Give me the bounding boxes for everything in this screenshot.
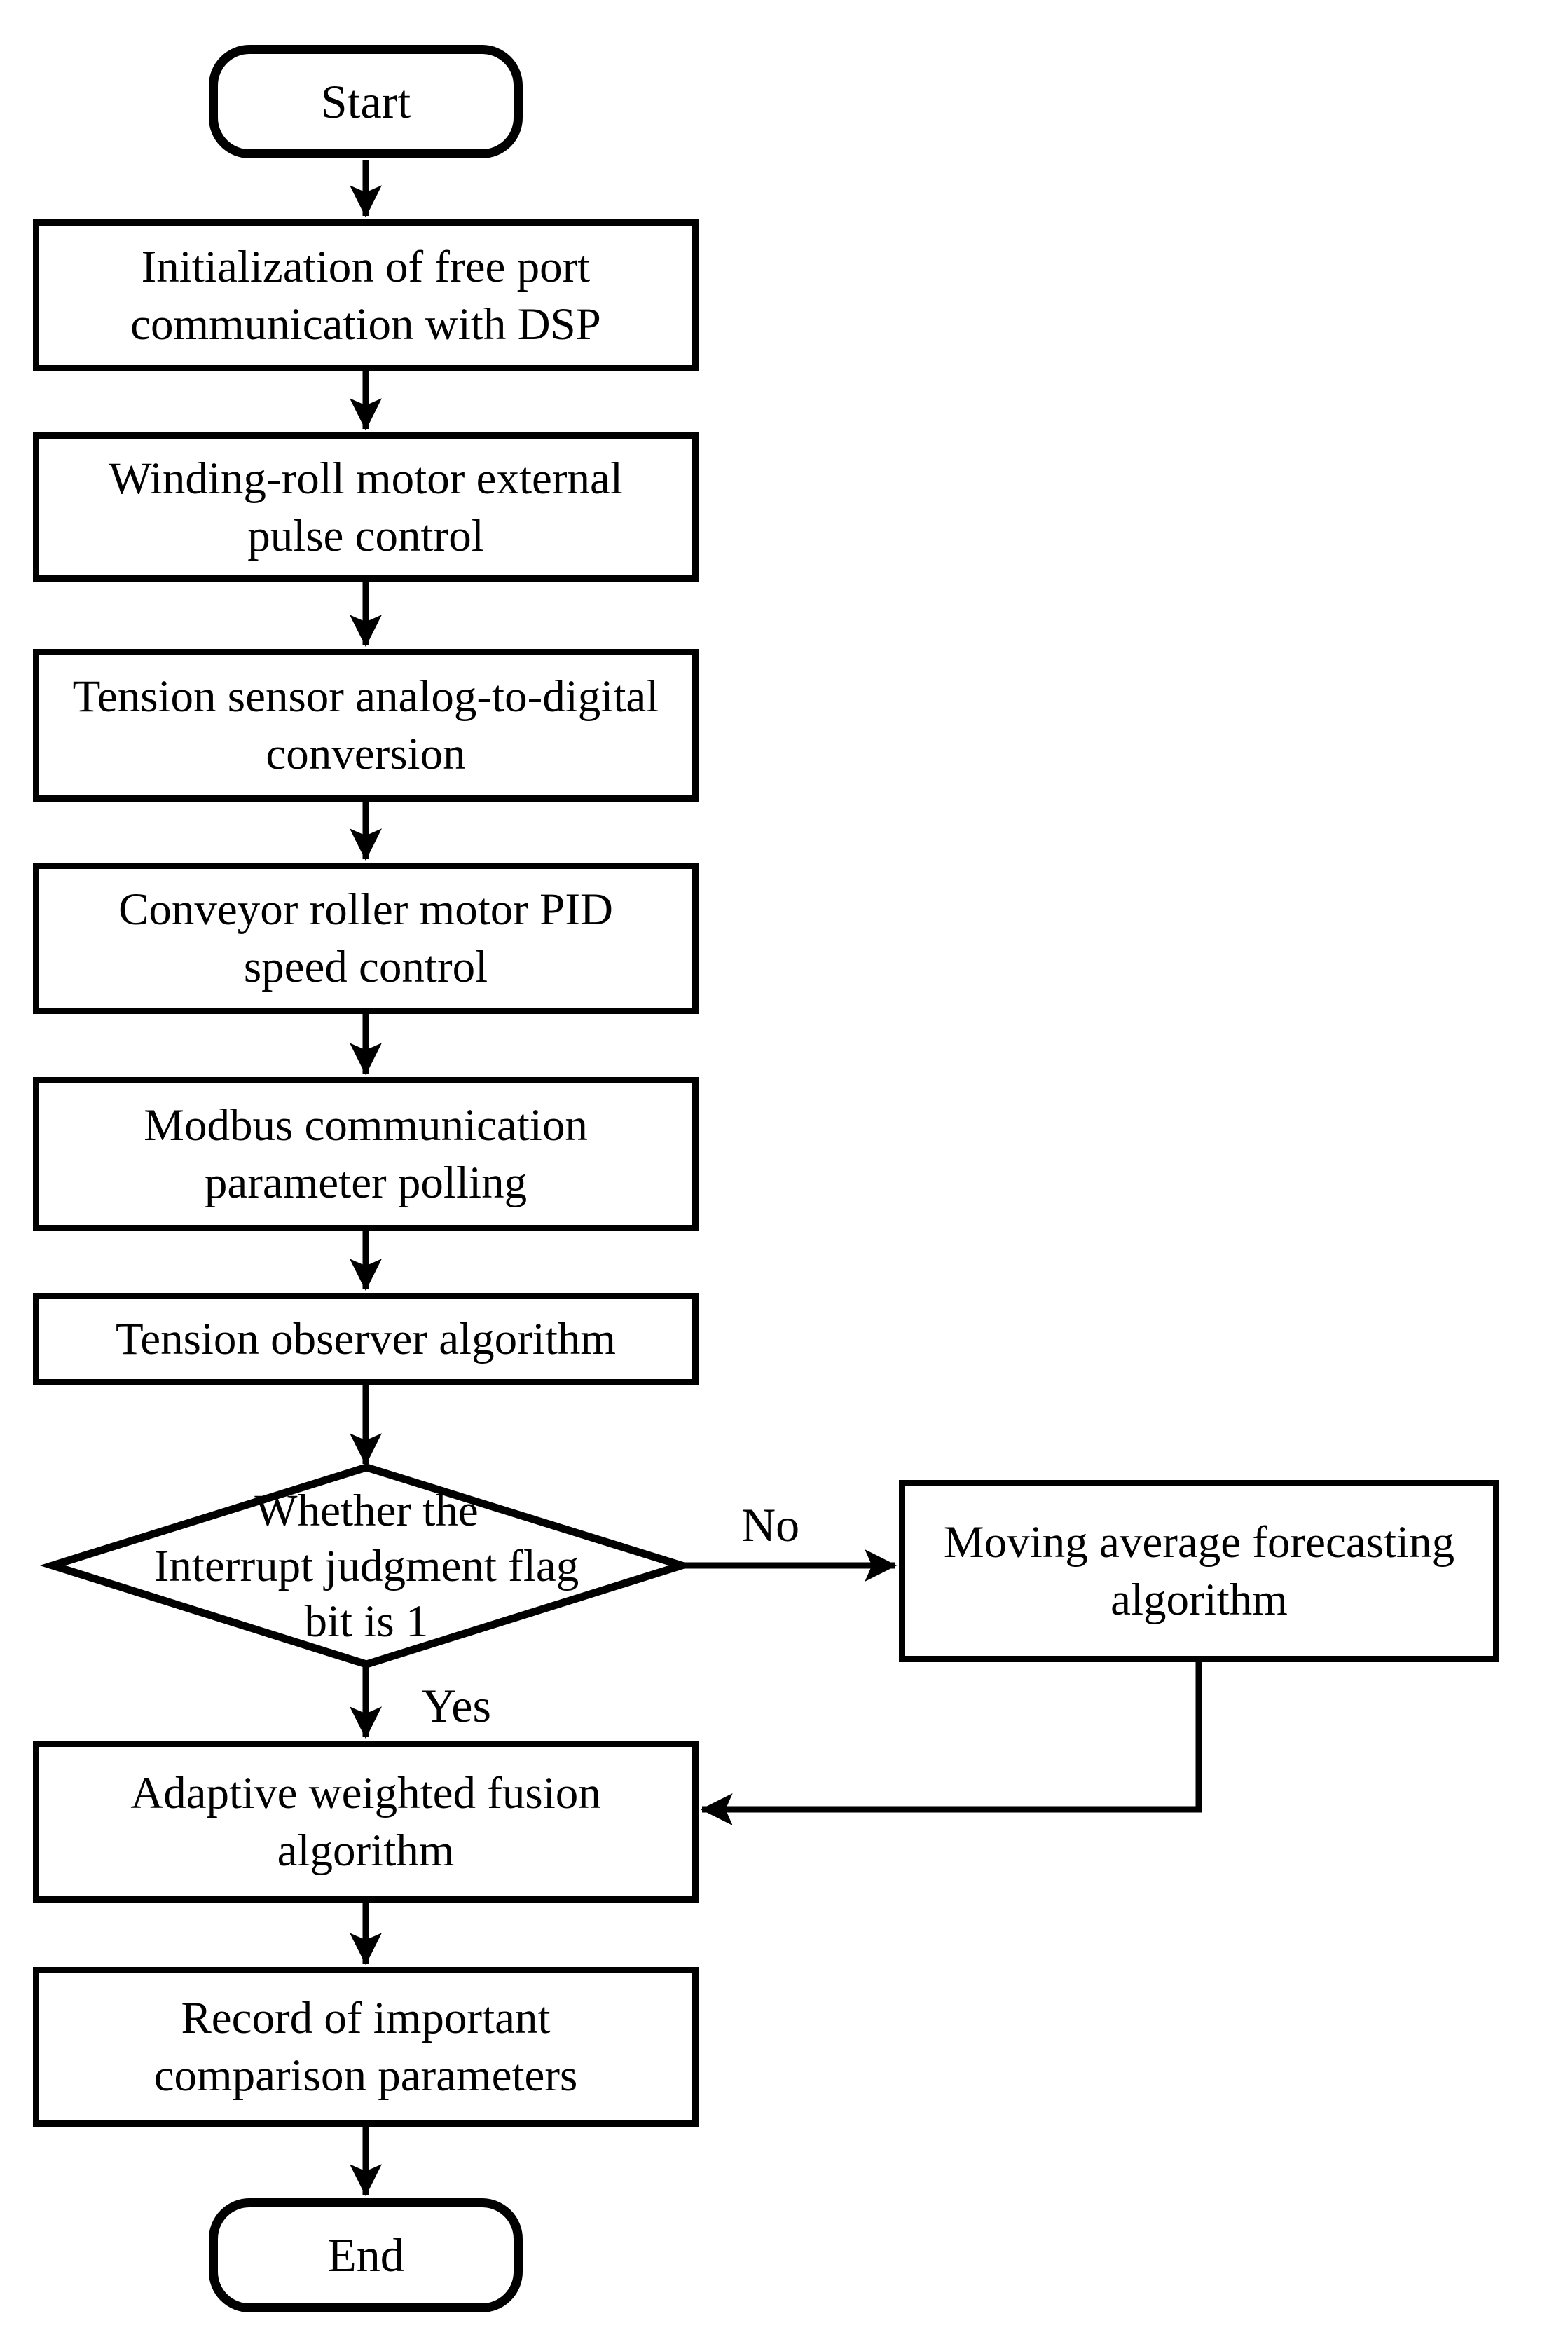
process-box-winding-roll-label: Winding-roll motor external pulse contro… bbox=[109, 453, 623, 561]
process-box-moving-average: Moving average forecasting algorithm bbox=[899, 1480, 1499, 1662]
process-box-adaptive-fusion-label: Adaptive weighted fusion algorithm bbox=[130, 1767, 601, 1876]
process-box-record-params-label: Record of important comparison parameter… bbox=[153, 1993, 578, 2101]
terminal-start: Start bbox=[209, 45, 523, 158]
terminal-start-label: Start bbox=[320, 74, 411, 128]
decision-interrupt-flag-label: Whether the Interrupt judgment flag bit … bbox=[153, 1485, 579, 1647]
process-box-adaptive-fusion: Adaptive weighted fusion algorithm bbox=[33, 1741, 699, 1903]
branch-label-no: No bbox=[741, 1498, 800, 1551]
process-box-moving-average-label: Moving average forecasting algorithm bbox=[943, 1517, 1455, 1625]
process-box-tension-adc-label: Tension sensor analog-to-digital convers… bbox=[72, 671, 659, 779]
process-box-winding-roll: Winding-roll motor external pulse contro… bbox=[33, 432, 699, 582]
process-box-pid-speed-label: Conveyor roller motor PID speed control bbox=[118, 884, 613, 992]
decision-interrupt-flag: Whether the Interrupt judgment flag bit … bbox=[93, 1474, 640, 1658]
branch-label-yes: Yes bbox=[422, 1679, 491, 1732]
process-box-pid-speed: Conveyor roller motor PID speed control bbox=[33, 863, 699, 1014]
process-box-init-dsp: Initialization of free port communicatio… bbox=[33, 219, 699, 371]
process-box-modbus-polling-label: Modbus communication parameter polling bbox=[144, 1100, 588, 1208]
decision-diamond-shape bbox=[39, 1463, 695, 1668]
process-box-tension-observer: Tension observer algorithm bbox=[33, 1293, 699, 1385]
arrow-moving-to-adaptive bbox=[700, 1661, 1202, 1825]
process-box-record-params: Record of important comparison parameter… bbox=[33, 1967, 699, 2127]
process-box-modbus-polling: Modbus communication parameter polling bbox=[33, 1077, 699, 1231]
process-box-tension-observer-label: Tension observer algorithm bbox=[116, 1314, 616, 1364]
process-box-tension-adc: Tension sensor analog-to-digital convers… bbox=[33, 649, 699, 802]
process-box-init-dsp-label: Initialization of free port communicatio… bbox=[130, 241, 601, 350]
terminal-end-label: End bbox=[327, 2228, 404, 2282]
terminal-end: End bbox=[209, 2198, 523, 2312]
